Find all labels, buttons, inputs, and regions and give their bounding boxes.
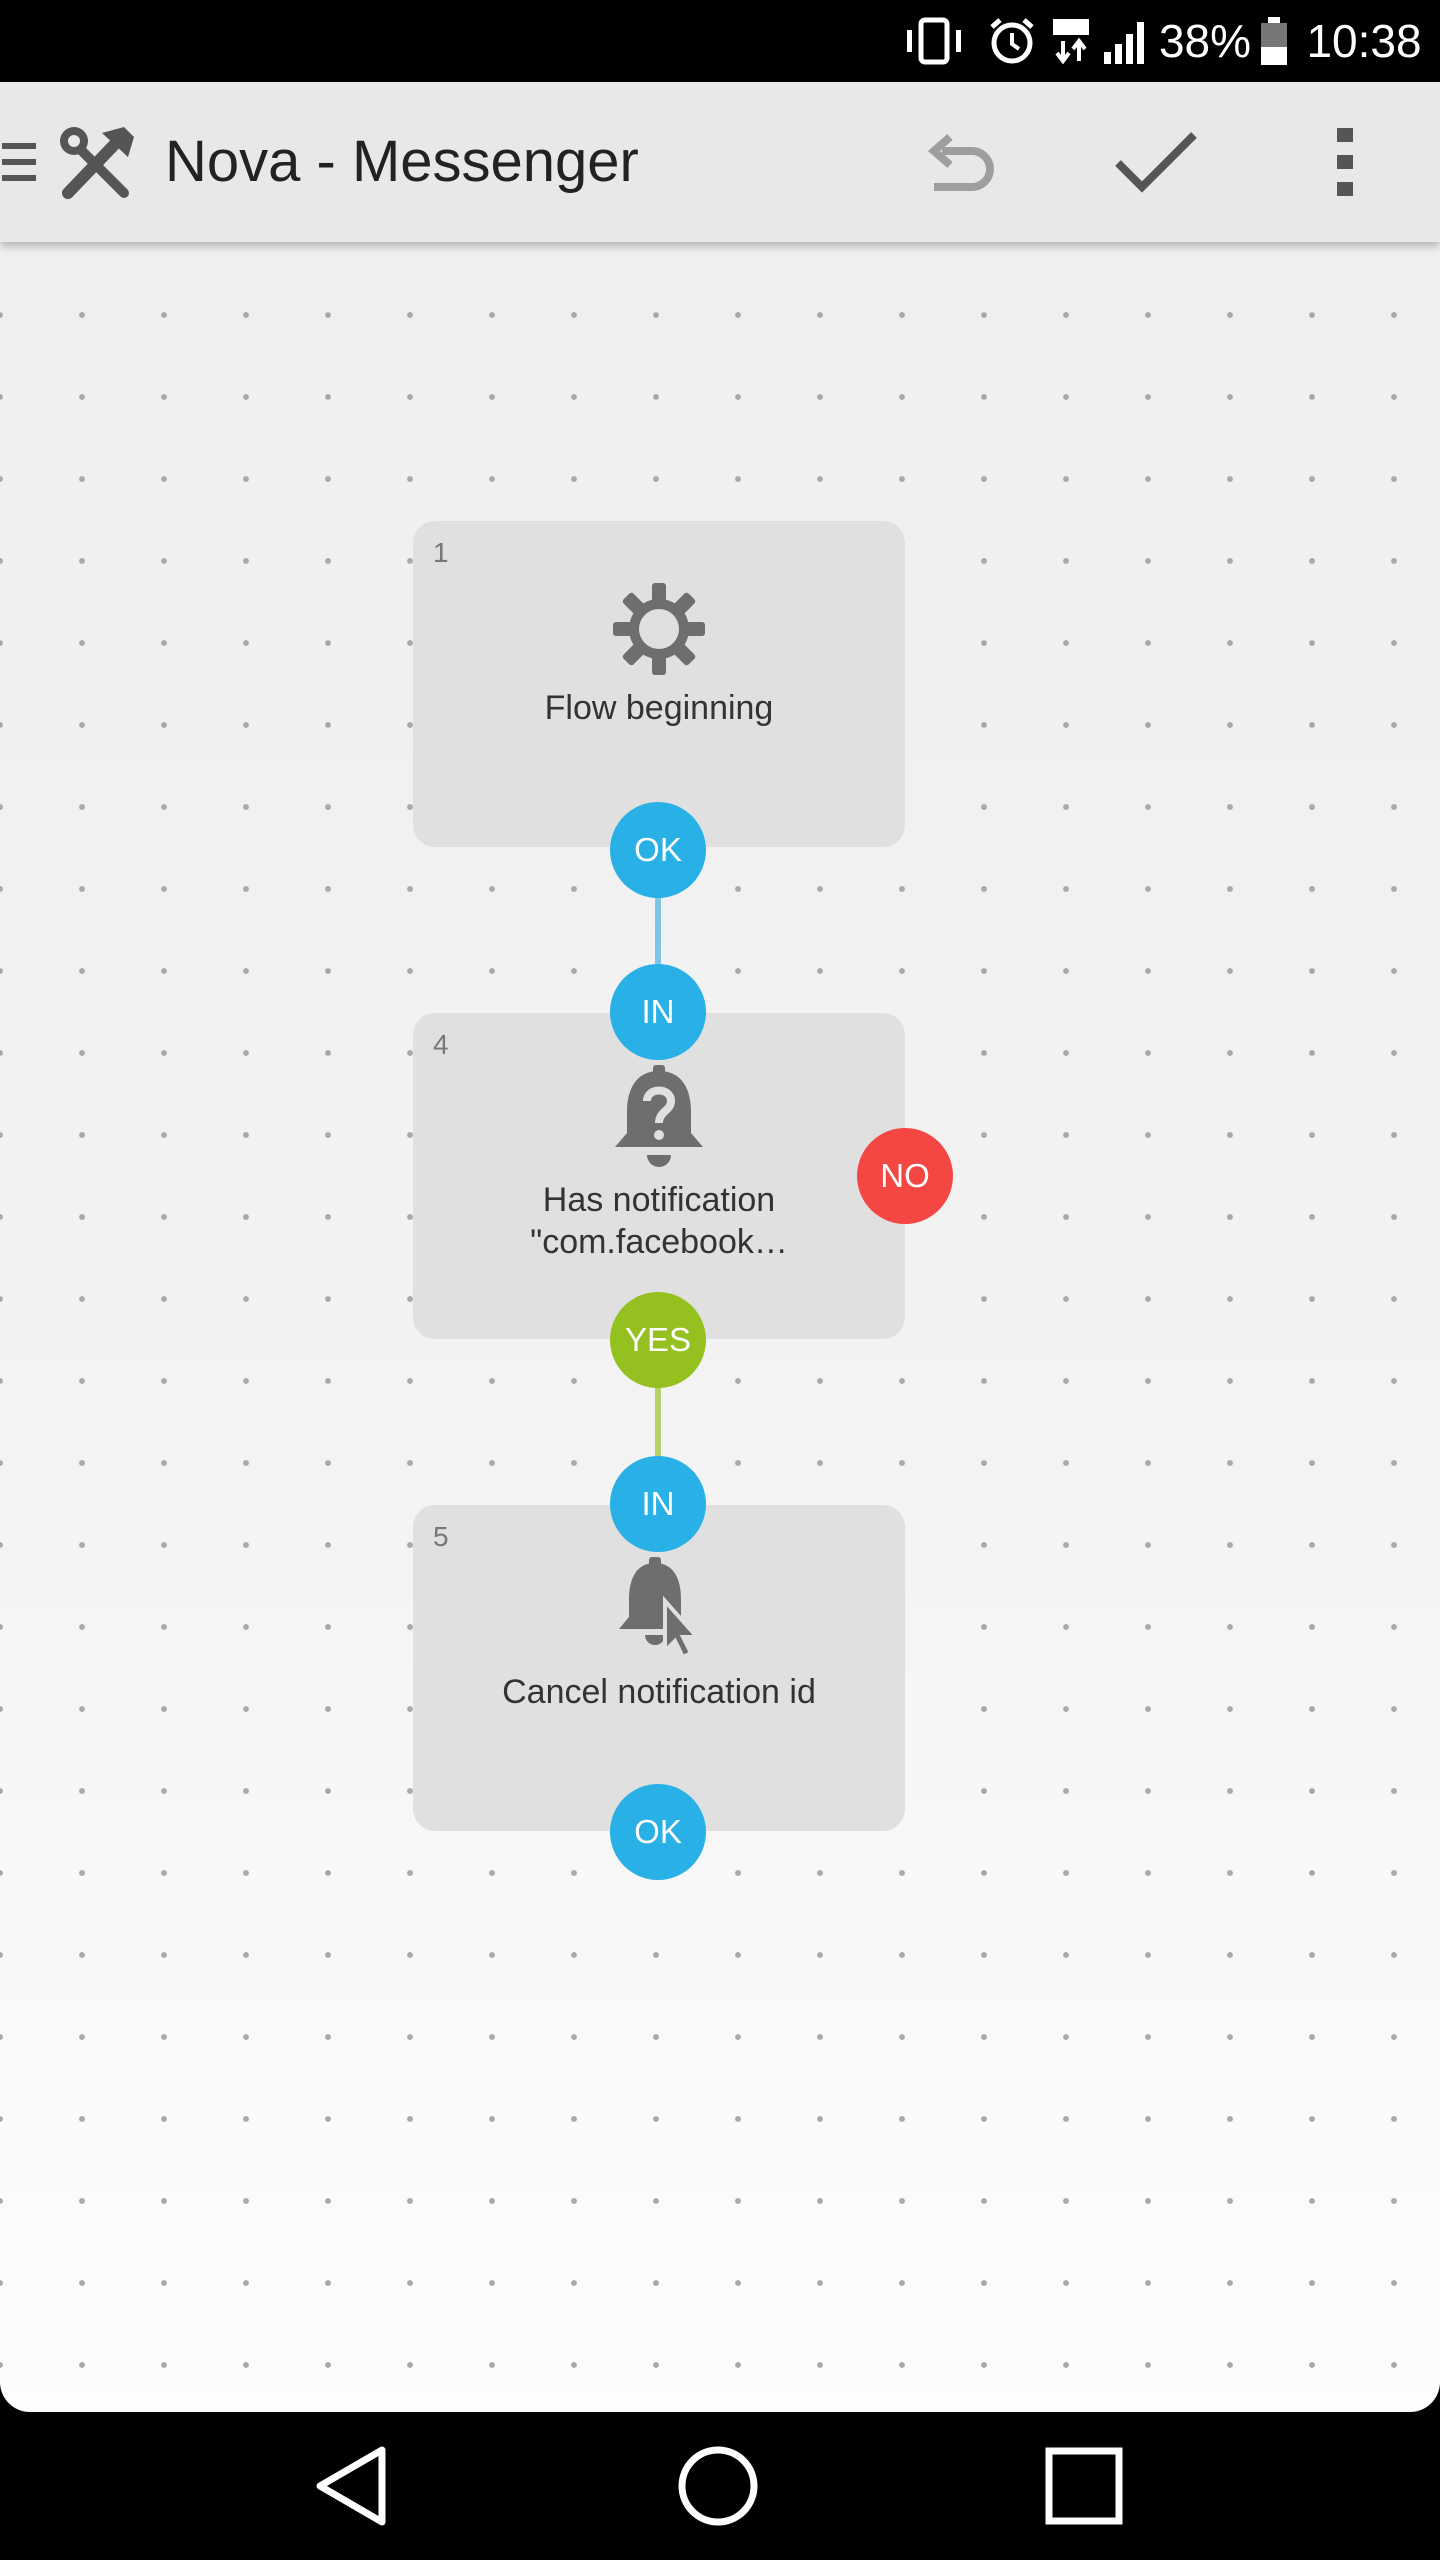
vibrate-icon [898, 0, 970, 82]
node-number: 4 [433, 1029, 449, 1060]
recents-icon[interactable] [1004, 2412, 1164, 2560]
lte-data-icon [1050, 0, 1096, 82]
app-bar: Nova - Messenger [0, 82, 1440, 242]
port-in[interactable]: IN [610, 1456, 706, 1552]
port-in[interactable]: IN [610, 964, 706, 1060]
flow-node-has-notification[interactable]: 4 Has notification "com.facebook… [413, 1013, 905, 1339]
home-icon[interactable] [638, 2412, 798, 2560]
gear-icon [609, 579, 709, 679]
battery-icon [1256, 0, 1292, 82]
node-label: Cancel notification id [502, 1673, 816, 1711]
node-number: 1 [433, 537, 449, 568]
flow-canvas[interactable]: 1 Flow beginning OK 4 [0, 242, 1440, 2412]
undo-icon[interactable] [910, 116, 1010, 208]
bell-cursor-icon [609, 1557, 709, 1660]
battery-percent: 38% [1158, 15, 1252, 67]
connector-yes-in [655, 1386, 661, 1506]
drawer-menu-icon[interactable] [0, 122, 40, 202]
alarm-icon [982, 0, 1042, 82]
navigation-bar [0, 2412, 1440, 2560]
check-icon[interactable] [1100, 116, 1210, 208]
bell-question-icon [609, 1065, 709, 1167]
port-no[interactable]: NO [857, 1128, 953, 1224]
flow-node-flow-beginning[interactable]: 1 Flow beginning [413, 521, 905, 847]
node-label: Flow beginning [544, 689, 774, 727]
node-label-line1: Has notification [542, 1181, 776, 1219]
node-label-line2: "com.facebook… [530, 1223, 788, 1261]
tools-icon [52, 120, 140, 206]
port-yes[interactable]: YES [610, 1292, 706, 1388]
back-icon[interactable] [272, 2412, 432, 2560]
node-number: 5 [433, 1521, 449, 1552]
clock: 10:38 [1306, 15, 1422, 67]
page-title: Nova - Messenger [165, 129, 639, 194]
port-ok[interactable]: OK [610, 802, 706, 898]
status-bar: 38% 10:38 [0, 0, 1440, 82]
connector-ok-in [655, 894, 661, 1014]
port-ok[interactable]: OK [610, 1784, 706, 1880]
signal-icon [1100, 0, 1152, 82]
overflow-menu-icon[interactable] [1320, 116, 1370, 208]
flow-node-cancel-notification[interactable]: 5 Cancel notification id [413, 1505, 905, 1831]
